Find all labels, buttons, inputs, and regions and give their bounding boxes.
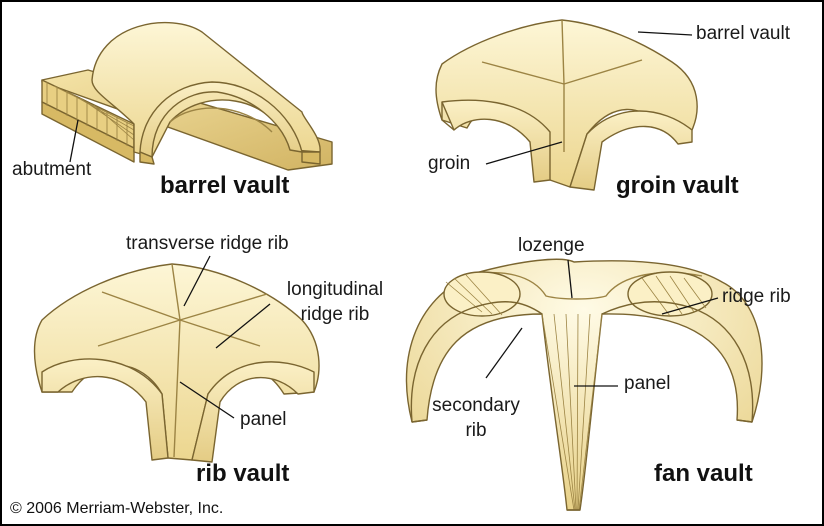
label-secondary-rib-line1: secondary [432, 395, 520, 416]
title-groin-vault: groin vault [616, 172, 739, 199]
label-longitudinal-ridge-rib-line2: ridge rib [300, 304, 370, 325]
leader-transverse-ridge-rib [183, 255, 211, 307]
leader-barrel-vault [637, 31, 693, 36]
label-lozenge: lozenge [518, 235, 585, 256]
label-secondary-rib-line2: rib [465, 420, 487, 441]
leader-longitudinal-ridge-rib [215, 303, 271, 349]
title-rib-vault: rib vault [196, 460, 290, 487]
leader-lines [69, 31, 719, 419]
copyright-notice: © 2006 Merriam-Webster, Inc. [10, 500, 224, 517]
label-abutment: abutment [12, 159, 92, 180]
label-longitudinal-ridge-rib-line1: longitudinal [286, 279, 384, 300]
label-ridge-rib: ridge rib [722, 286, 791, 307]
leader-groin [485, 141, 563, 165]
leader-lozenge [567, 259, 573, 299]
leader-ridge-rib [661, 297, 719, 315]
label-transverse-ridge-rib: transverse ridge rib [126, 233, 289, 254]
label-groin: groin [428, 153, 471, 174]
title-barrel-vault: barrel vault [160, 172, 290, 199]
label-panel-fan: panel [624, 373, 671, 394]
groin-vault-drawing [435, 19, 698, 191]
leader-secondary-rib [485, 327, 523, 379]
leader-panel-rib [179, 381, 235, 419]
leader-abutment [69, 119, 79, 163]
label-panel-rib: panel [240, 409, 287, 430]
title-fan-vault: fan vault [654, 460, 753, 487]
label-barrel-vault: barrel vault [696, 23, 790, 44]
rib-vault-drawing [33, 263, 320, 463]
barrel-vault-drawing [41, 21, 333, 171]
fan-vault-drawing [405, 258, 763, 511]
